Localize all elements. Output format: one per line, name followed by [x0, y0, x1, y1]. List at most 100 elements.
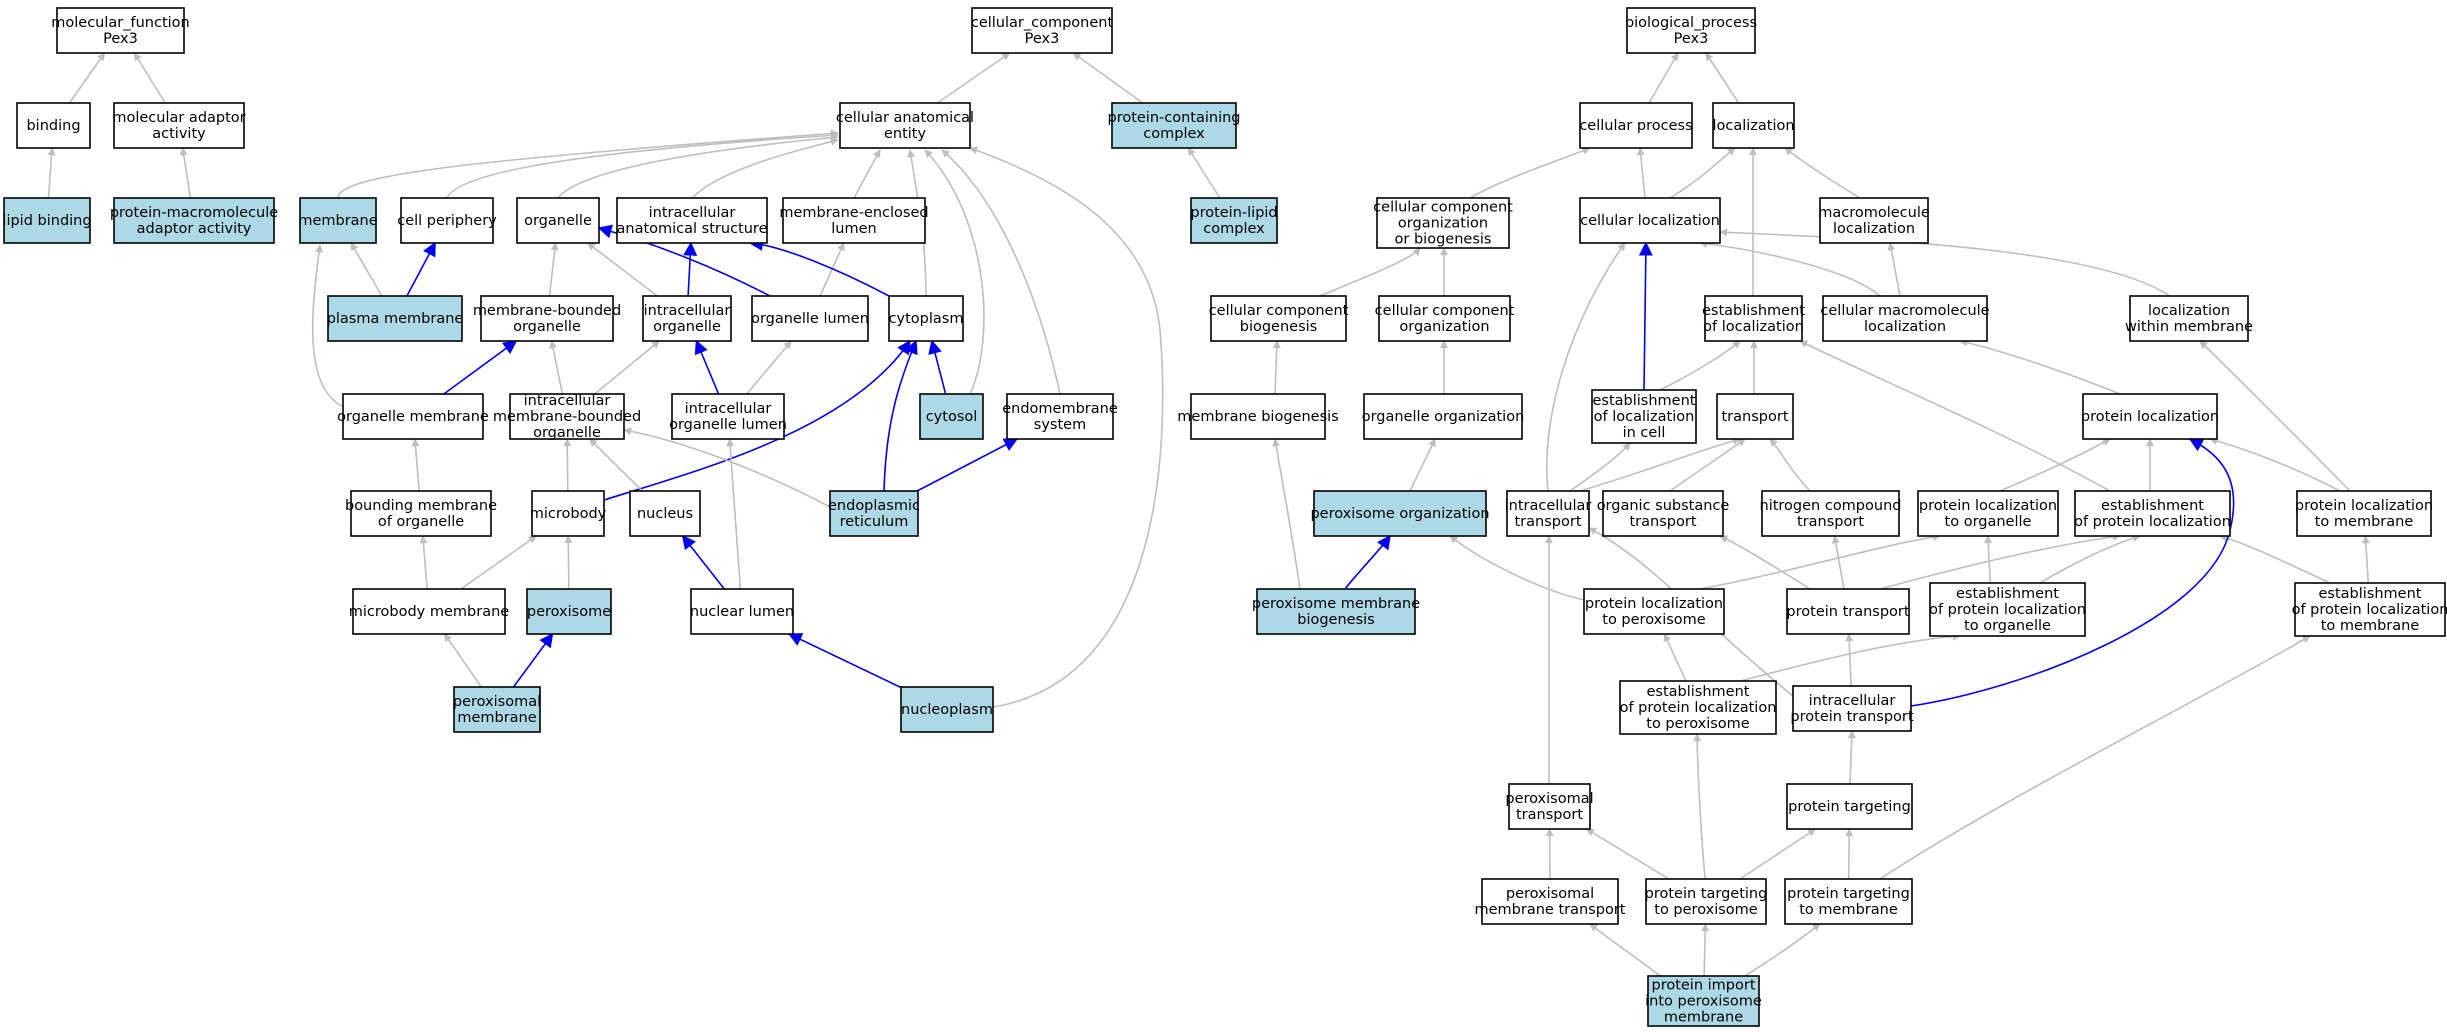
- node-box: [56, 7, 185, 54]
- node-label-line: localization: [1864, 319, 1946, 335]
- node-label-line: within membrane: [2125, 319, 2253, 335]
- go-term-node-transport[interactable]: transport: [1716, 393, 1794, 440]
- go-term-node-cell_loc[interactable]: cellular localization: [1579, 197, 1721, 244]
- go-term-node-membrane[interactable]: membrane: [298, 197, 378, 244]
- edge-macro_loc-to-localization: [1784, 147, 1861, 199]
- node-box: [1786, 783, 1913, 830]
- edge-nuclear_lumen-to-nucleus: [681, 534, 725, 590]
- edge-cytosol-to-cytoplasm: [928, 339, 947, 395]
- node-label-line: bounding membrane: [345, 498, 497, 514]
- go-term-node-microbody_membrane[interactable]: microbody membrane: [349, 588, 510, 635]
- node-label-line: establishment: [1647, 684, 1750, 700]
- go-term-node-nucleoplasm[interactable]: nucleoplasm: [900, 686, 994, 733]
- edge-ico-to-organelle: [586, 242, 658, 297]
- go-term-node-organelle[interactable]: organelle: [516, 197, 600, 244]
- node-label-line: binding: [26, 118, 80, 134]
- node-label-line: complex: [1143, 126, 1205, 142]
- node-box: [616, 197, 768, 244]
- go-term-node-cell_periphery[interactable]: cell periphery: [397, 197, 497, 244]
- node-label-line: intracellular: [1505, 498, 1592, 514]
- go-term-node-localization[interactable]: localization: [1712, 102, 1795, 149]
- go-term-node-prot_transport[interactable]: protein transport: [1786, 588, 1910, 635]
- go-term-node-cytosol[interactable]: cytosol: [919, 393, 984, 440]
- go-term-node-lipid_binding[interactable]: lipid binding: [2, 197, 92, 244]
- go-term-node-microbody[interactable]: microbody: [530, 490, 607, 537]
- edge-mem_biogen-to-ccb: [1272, 340, 1281, 395]
- node-label-line: cellular component: [1209, 303, 1349, 319]
- node-box: [1647, 975, 1760, 1027]
- node-label-line: plasma membrane: [327, 311, 464, 327]
- go-term-node-nuclear_lumen[interactable]: nuclear lumen: [690, 588, 794, 635]
- node-label-line: membrane: [1664, 1010, 1743, 1026]
- go-term-node-org_org[interactable]: organelle organization: [1362, 393, 1525, 440]
- node-box: [1481, 878, 1619, 925]
- edge-plasma_membrane-to-cell_periphery: [406, 241, 436, 297]
- go-term-node-organelle_lumen[interactable]: organelle lumen: [751, 295, 869, 342]
- node-label-line: to peroxisome: [1646, 716, 1750, 732]
- go-term-node-prot_loc[interactable]: protein localization: [2081, 393, 2219, 440]
- edge-epltm-to-epl: [2219, 534, 2331, 584]
- edge-nct-to-transport: [1769, 438, 1811, 492]
- go-term-node-cellular_process[interactable]: cellular process: [1579, 102, 1693, 149]
- node-box: [327, 295, 463, 342]
- node-label-line: membrane: [298, 213, 377, 229]
- go-term-node-nucleus[interactable]: nucleus: [629, 490, 701, 537]
- go-term-node-perox_org[interactable]: peroxisome organization: [1310, 490, 1490, 537]
- go-term-node-prot_targeting[interactable]: protein targeting: [1786, 783, 1913, 830]
- node-label-line: protein transport: [1790, 709, 1913, 725]
- node-box: [1761, 490, 1900, 537]
- go-term-node-organelle_membrane[interactable]: organelle membrane: [337, 393, 489, 440]
- go-term-node-mem_biogen[interactable]: membrane biogenesis: [1177, 393, 1339, 440]
- go-term-node-cytoplasm[interactable]: cytoplasm: [888, 295, 964, 342]
- go-term-node-peroxisome[interactable]: peroxisome: [526, 588, 612, 635]
- node-label-line: transport: [1516, 807, 1583, 823]
- edge-cml-to-cell_loc: [1699, 239, 1881, 297]
- go-term-node-plasma_membrane[interactable]: plasma membrane: [327, 295, 464, 342]
- edge-perox_org-to-org_org: [1409, 438, 1436, 492]
- go-term-node-binding[interactable]: binding: [16, 102, 91, 149]
